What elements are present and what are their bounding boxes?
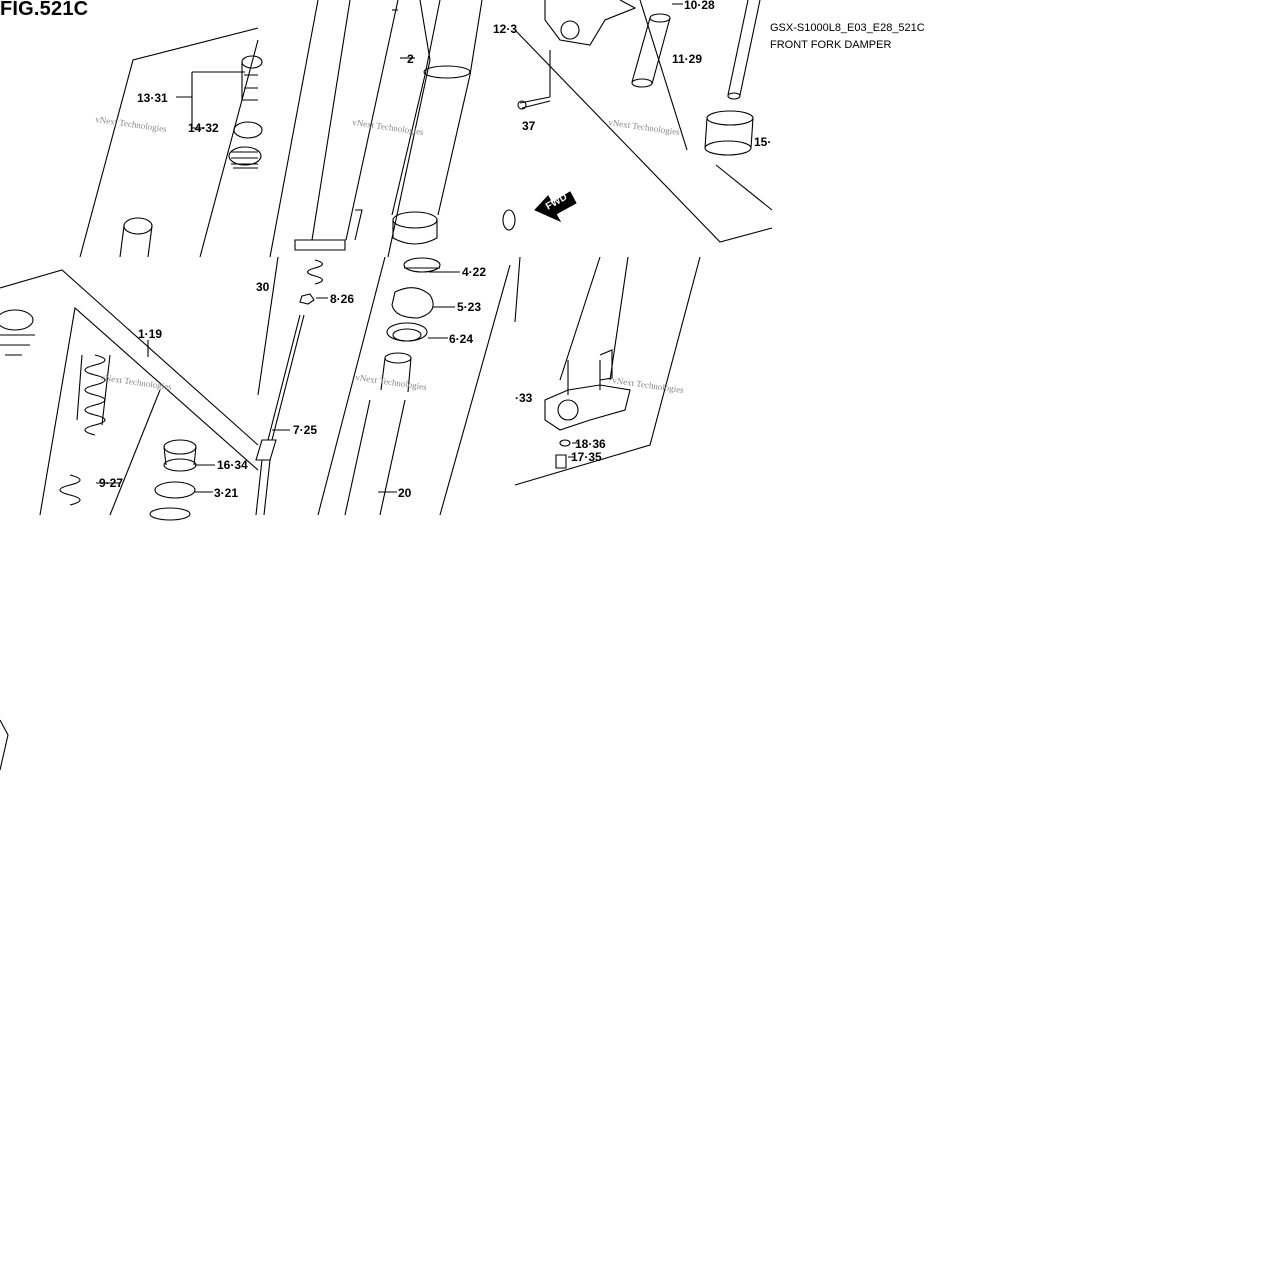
callout-37: 37 — [522, 119, 536, 133]
callout-14-32: 14·32 — [188, 121, 219, 135]
tile-top-middle — [269, 0, 516, 258]
outer-tube-part — [294, 0, 399, 251]
callout-15: 15· — [754, 135, 771, 149]
slide-bushing-part — [631, 13, 671, 88]
seal-4-part — [403, 257, 441, 273]
slide-tube-part — [344, 352, 412, 516]
tile-top-right — [514, 0, 773, 243]
watermark: vNext Technologies — [608, 117, 681, 137]
callout-6-24: 6·24 — [449, 332, 473, 346]
fork-spring-part — [59, 354, 111, 506]
callout-1-19: 1·19 — [138, 327, 162, 341]
threaded-collar-part — [228, 146, 262, 169]
callout-20: 20 — [398, 486, 412, 500]
damper-rod-part — [255, 314, 305, 516]
cartridge-top-part — [0, 309, 35, 356]
spacer-ring-part — [163, 439, 197, 472]
tile-lower-left — [0, 719, 9, 771]
figure-title: FRONT FORK DAMPER — [770, 39, 892, 51]
callout-7-25: 7·25 — [293, 423, 317, 437]
watermark: vNext Technologies — [95, 114, 168, 134]
tile-middle-left — [0, 269, 259, 521]
washer-part — [149, 481, 196, 521]
guide-bushing-part — [704, 110, 754, 156]
callout-10-28: 10·28 — [684, 0, 715, 12]
callout-16-34: 16·34 — [217, 458, 248, 472]
callout-13-31: 13·31 — [137, 91, 168, 105]
bolt-17-part — [555, 454, 567, 469]
callout-18-36: 18·36 — [575, 437, 606, 451]
tile-top-left — [79, 27, 263, 258]
callout-17-35: 17·35 — [571, 450, 602, 464]
watermark: vNext Technologies — [355, 372, 428, 392]
callout-9-27: 9·27 — [99, 476, 123, 490]
callout-11-29: 11·29 — [672, 52, 702, 66]
callout-30: 30 — [256, 280, 270, 294]
dust-seal-part — [386, 322, 428, 342]
callout-5-23: 5·23 — [457, 300, 481, 314]
nut-part — [299, 293, 315, 305]
rod-part — [727, 0, 761, 100]
fork-cap-part — [241, 55, 263, 101]
model-code: GSX-S1000L8_E03_E28_521C — [770, 22, 925, 34]
callout-2: 2 — [407, 52, 414, 66]
inner-tube-part — [391, 0, 483, 245]
callout-33: ·33 — [515, 391, 533, 405]
lower-fork-body-part — [544, 349, 631, 431]
callout-3-21: 3·21 — [214, 486, 238, 500]
callout-8-26: 8·26 — [330, 292, 354, 306]
figure-code: FIG.521C — [0, 0, 89, 20]
callout-12: 12·3 — [493, 22, 517, 36]
tile-middle-center — [255, 256, 511, 516]
bolt-37-part — [517, 96, 551, 110]
watermark: vNext Technologies — [100, 372, 173, 392]
watermark: vNext Technologies — [612, 375, 685, 395]
stopper-ring-part — [391, 287, 434, 319]
axle-bracket-part — [544, 0, 637, 46]
piston-tube-part — [119, 217, 153, 258]
o-ring-part — [233, 121, 263, 139]
tile-middle-right — [514, 256, 701, 486]
fwd-arrow-icon: FWD — [534, 191, 577, 223]
spring-tail-part — [306, 259, 324, 285]
callout-4-22: 4·22 — [462, 265, 486, 279]
